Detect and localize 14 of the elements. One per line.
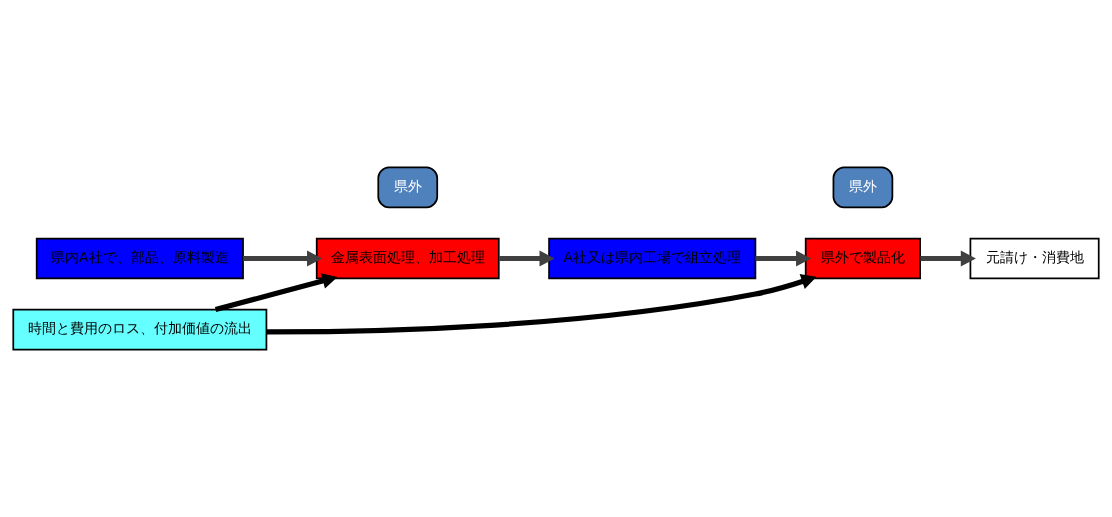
node-box: 元請け・消費地 (969, 237, 1100, 280)
node-box: 県内A社で、部品、原料製造 (35, 237, 244, 280)
node-box: 県外 (832, 166, 894, 209)
node-box: 県外で製品化 (804, 237, 921, 280)
arrow (920, 250, 976, 267)
arrow (243, 250, 323, 267)
arrow (214, 273, 338, 313)
node-box: 時間と費用のロス、付加価値の流出 (12, 308, 268, 351)
node-box: 県外 (377, 166, 439, 209)
arrow (266, 274, 817, 335)
arrow (499, 250, 555, 267)
arrow (755, 250, 812, 267)
node-box: 金属表面処理、加工処理 (315, 237, 500, 280)
node-box: A社又は県内工場で組立処理 (548, 237, 757, 280)
